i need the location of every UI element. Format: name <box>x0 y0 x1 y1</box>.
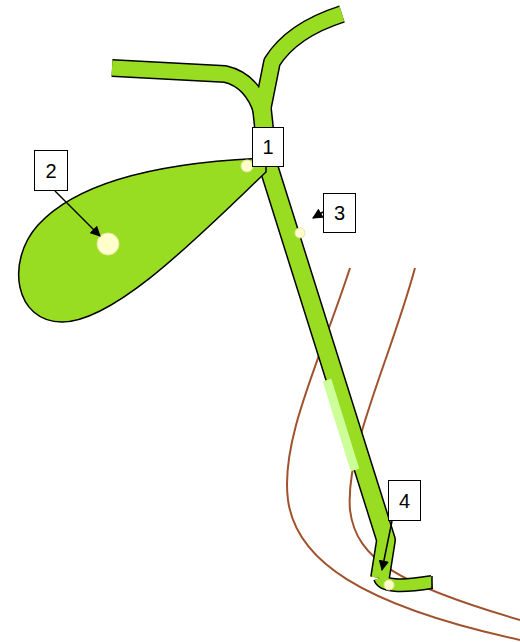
callout-box: 1 <box>252 127 284 167</box>
leader-arrow <box>55 150 392 570</box>
intramural-duct <box>327 380 355 470</box>
bile-duct-outline <box>112 14 432 585</box>
callout-box: 2 <box>34 150 68 191</box>
callout-number: 1 <box>262 137 273 157</box>
callout-box: 4 <box>388 480 421 521</box>
callout-number: 2 <box>45 161 56 181</box>
duct-end <box>431 576 433 588</box>
callout-number: 3 <box>334 203 345 223</box>
callout-box: 3 <box>323 193 356 233</box>
callout-number: 4 <box>399 491 410 511</box>
bile-duct <box>112 14 432 585</box>
gallstone <box>97 160 394 590</box>
